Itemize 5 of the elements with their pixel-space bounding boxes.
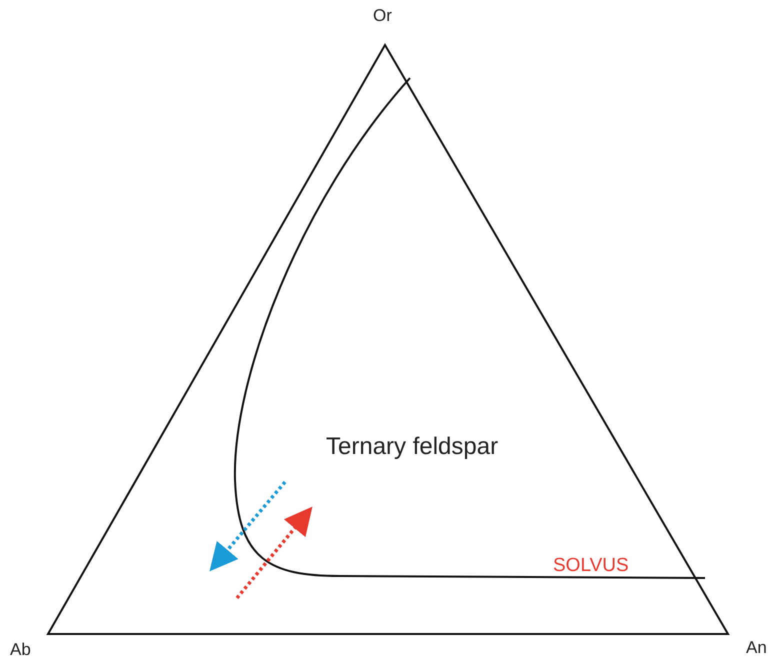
vertex-label: An bbox=[746, 638, 767, 658]
vertex-label: Or bbox=[373, 6, 392, 26]
region-label: Ternary feldspar bbox=[326, 433, 498, 461]
curve-label: SOLVUS bbox=[553, 555, 629, 577]
vertex-label: Ab bbox=[10, 640, 31, 660]
